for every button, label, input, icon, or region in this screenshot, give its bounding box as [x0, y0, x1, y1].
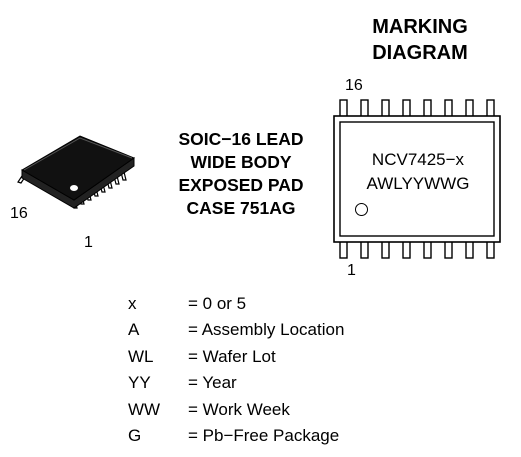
legend-code: WW: [128, 399, 161, 419]
marking-chip-inner-body: [339, 121, 495, 237]
legend-code: A: [128, 320, 140, 340]
legend-description: = Wafer Lot: [188, 346, 276, 366]
marking-diagram-title: MARKING DIAGRAM: [335, 14, 505, 66]
marking-text-line2: AWLYYWWG: [366, 174, 470, 193]
package-body-top: [21, 135, 136, 201]
legend-description: = Assembly Location: [188, 320, 345, 340]
soic16-package-illustration: [17, 135, 136, 209]
marking-chip-top-pins: [339, 99, 495, 119]
marking-pin1-dot: [355, 203, 368, 216]
legend-description: = Work Week: [188, 399, 290, 419]
pin1-indicator-dot: [70, 185, 78, 191]
legend-description: = 0 or 5: [188, 294, 247, 313]
package-description: SOIC−16 LEAD WIDE BODY EXPOSED PAD CASE …: [148, 128, 334, 220]
package-description-line: CASE 751AG: [186, 198, 296, 218]
legend-code: G: [128, 425, 142, 445]
marking-text-line1: NCV7425−x: [371, 150, 465, 169]
legend-code: YY: [128, 373, 151, 393]
legend-code: WL: [128, 346, 154, 366]
marking-title-line1: MARKING: [372, 16, 468, 38]
package-description-line: SOIC−16 LEAD: [178, 129, 304, 149]
marking-title-line2: DIAGRAM: [372, 42, 468, 64]
legend-description: = Pb−Free Package: [188, 425, 340, 445]
package-description-line: EXPOSED PAD: [178, 175, 304, 195]
legend-description: = Year: [188, 373, 237, 393]
marking-diagram-chip: [333, 99, 501, 259]
package-pin1-label: 1: [84, 234, 93, 251]
package-description-line: WIDE BODY: [190, 152, 292, 172]
legend-code: x: [128, 294, 137, 313]
package-pin16-label: 16: [10, 205, 28, 222]
marking-pin16-label: 16: [345, 77, 363, 94]
marking-pin1-label: 1: [347, 262, 356, 279]
